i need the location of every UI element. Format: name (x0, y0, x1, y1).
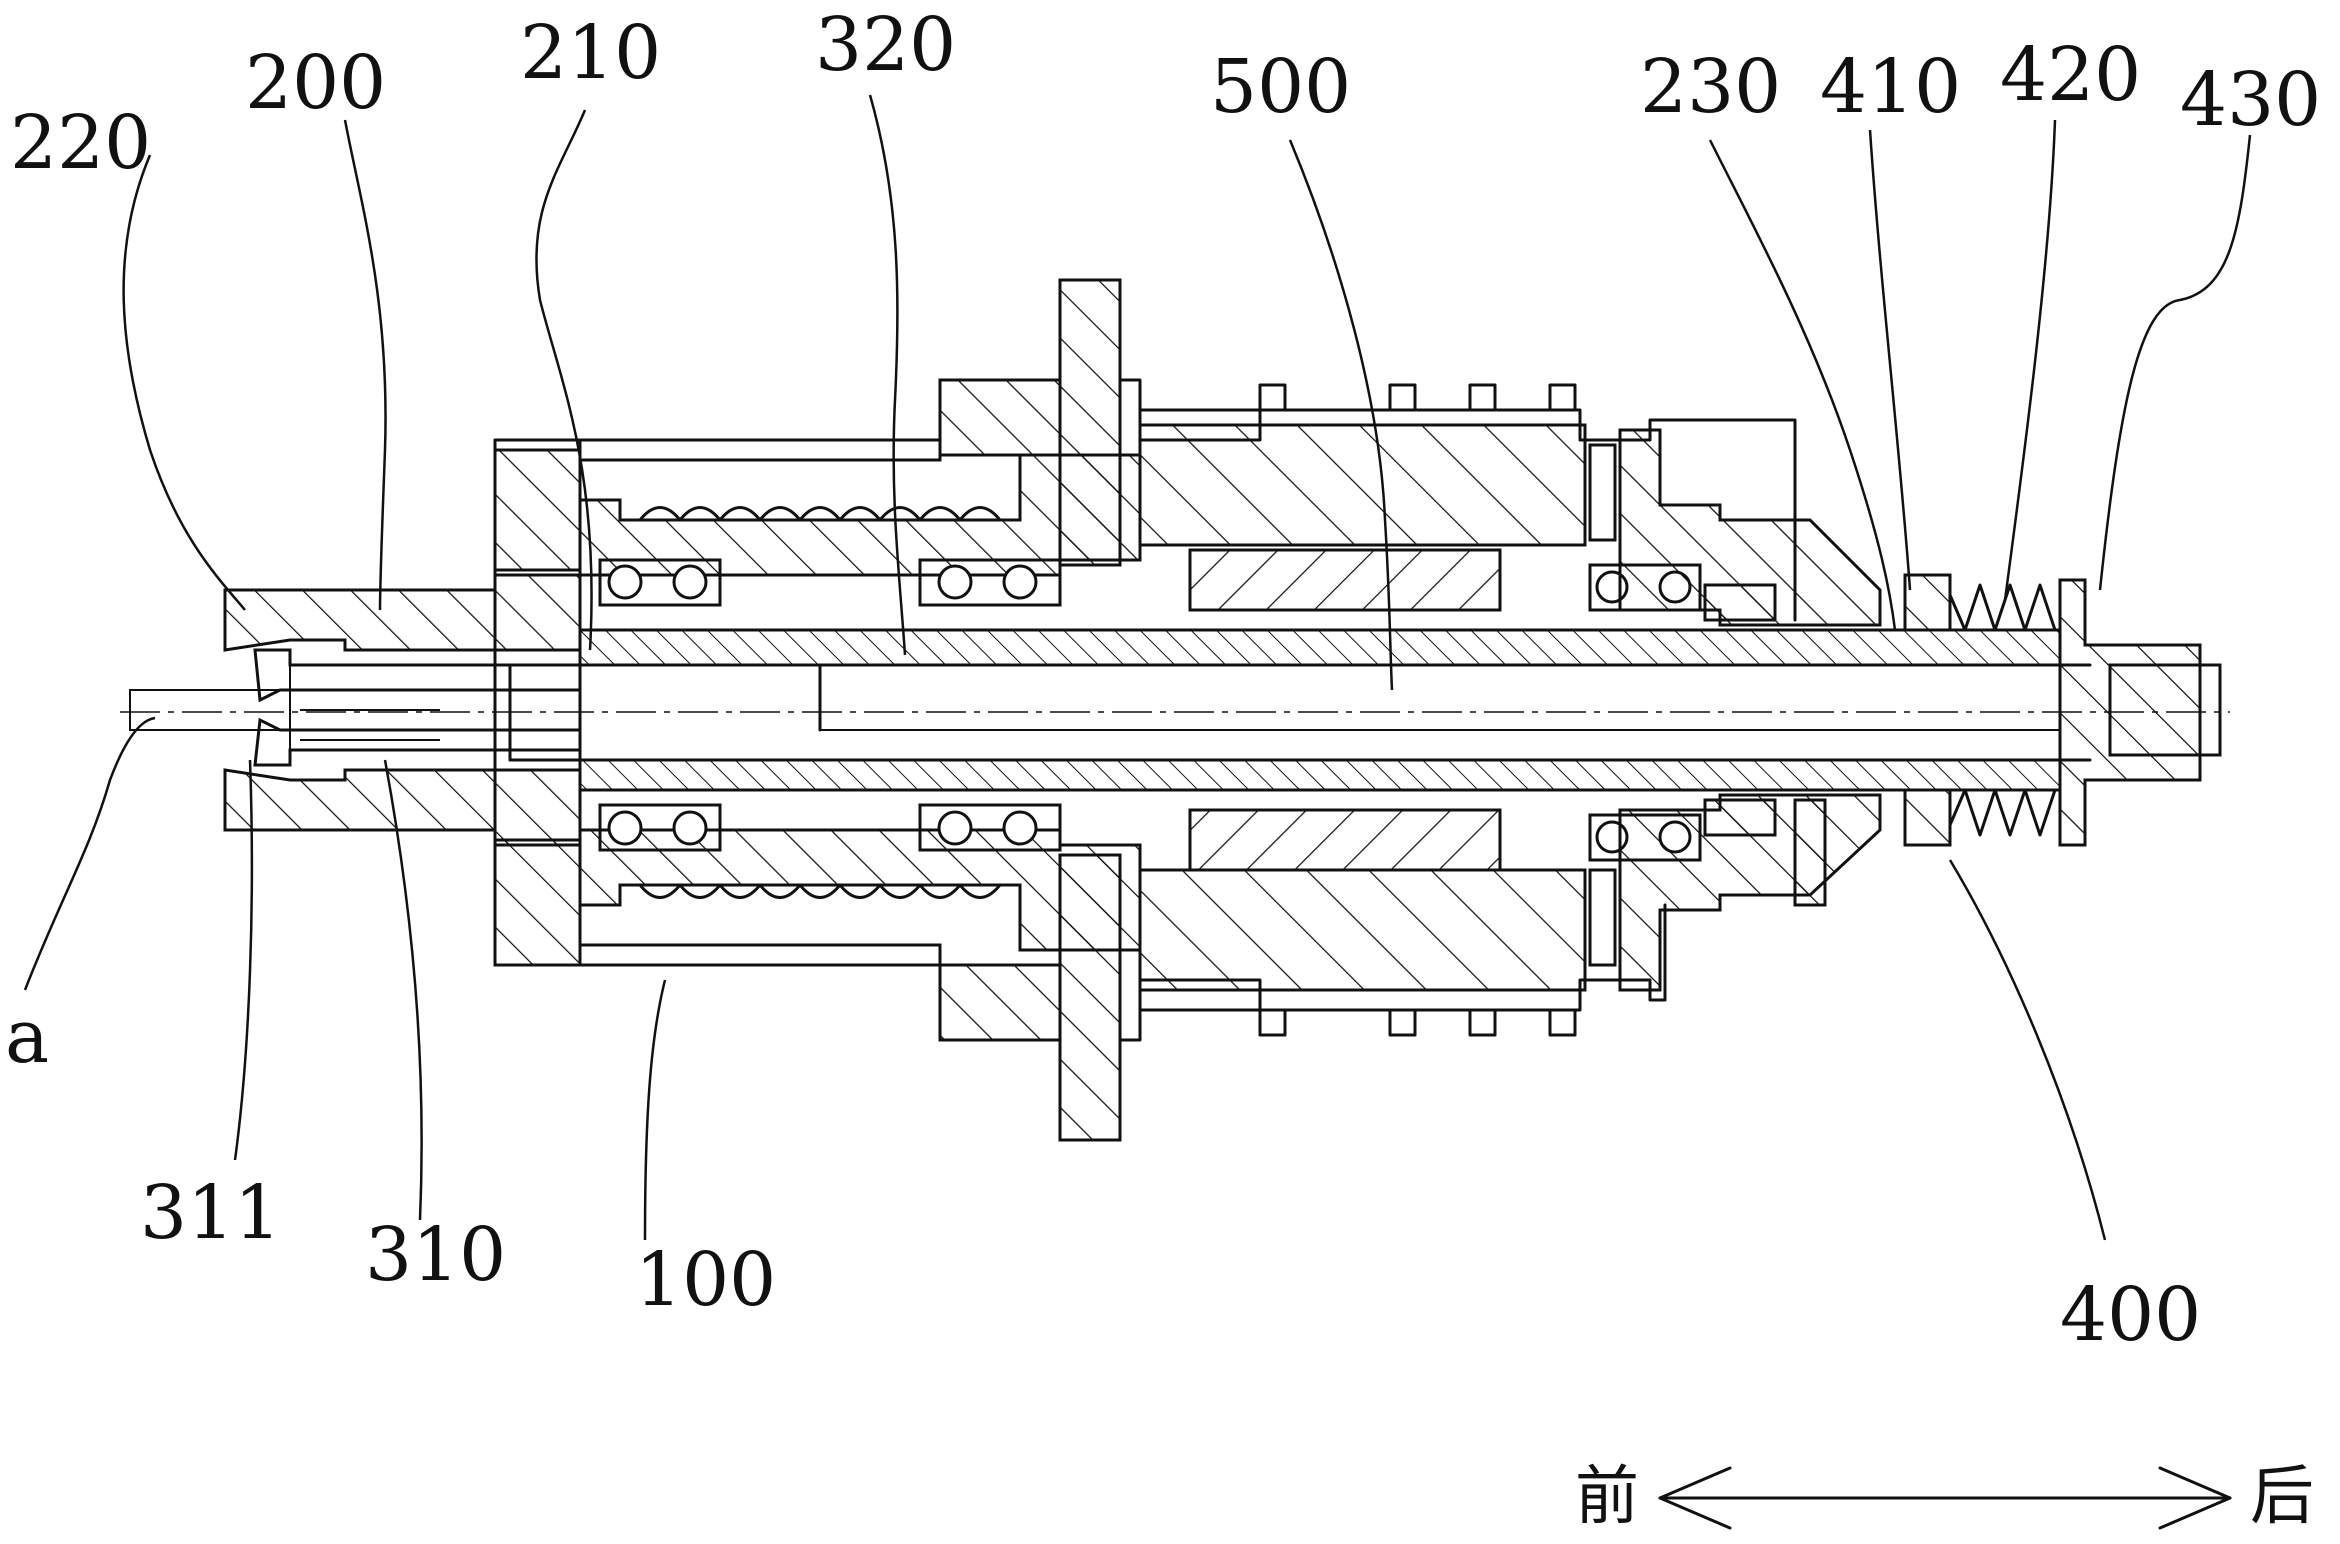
bearing-ball (609, 812, 641, 844)
front-bearings (600, 560, 1060, 850)
bearing-ball (609, 566, 641, 598)
label-420: 420 (2000, 32, 2141, 118)
front-back-direction-indicator: 前 后 (1575, 1460, 2314, 1534)
bearing-ball (674, 812, 706, 844)
motor-stator (1140, 425, 1615, 990)
label-311: 311 (140, 1170, 281, 1256)
bearing-ball (1004, 812, 1036, 844)
rear-housing (1620, 430, 1880, 990)
label-400: 400 (2060, 1272, 2201, 1358)
direction-front-label: 前 (1575, 1460, 1639, 1534)
label-200: 200 (245, 40, 386, 126)
bearing-ball (939, 566, 971, 598)
housing-100 (495, 280, 1795, 1140)
label-410: 410 (1820, 44, 1961, 130)
leader-220 (124, 155, 245, 610)
bearing-ball (1004, 566, 1036, 598)
bearing-ball (939, 812, 971, 844)
leader-200 (345, 120, 386, 610)
part-labels: 220 200 210 320 500 230 410 420 430 a 31… (5, 2, 2321, 1358)
label-210: 210 (520, 10, 661, 96)
spring-assembly-400 (1905, 575, 2220, 845)
leader-410 (1870, 130, 1910, 590)
label-430: 430 (2180, 57, 2321, 143)
direction-back-label: 后 (2250, 1460, 2314, 1534)
label-320: 320 (815, 2, 956, 88)
leader-a (25, 718, 155, 990)
leader-100 (645, 980, 665, 1240)
leader-400 (1950, 860, 2105, 1240)
collet-310 (255, 650, 580, 765)
leader-430 (2100, 135, 2250, 590)
label-310: 310 (365, 1212, 506, 1298)
label-500: 500 (1210, 44, 1351, 130)
bearing-sleeve (580, 455, 1140, 950)
spindle-shaft-320 (580, 630, 2060, 790)
label-a: a (5, 994, 49, 1080)
label-220: 220 (10, 100, 151, 186)
label-100: 100 (635, 1237, 776, 1323)
leader-lines (25, 95, 2250, 1240)
label-230: 230 (1640, 44, 1781, 130)
bearing-ball (674, 566, 706, 598)
leader-420 (2005, 120, 2055, 600)
